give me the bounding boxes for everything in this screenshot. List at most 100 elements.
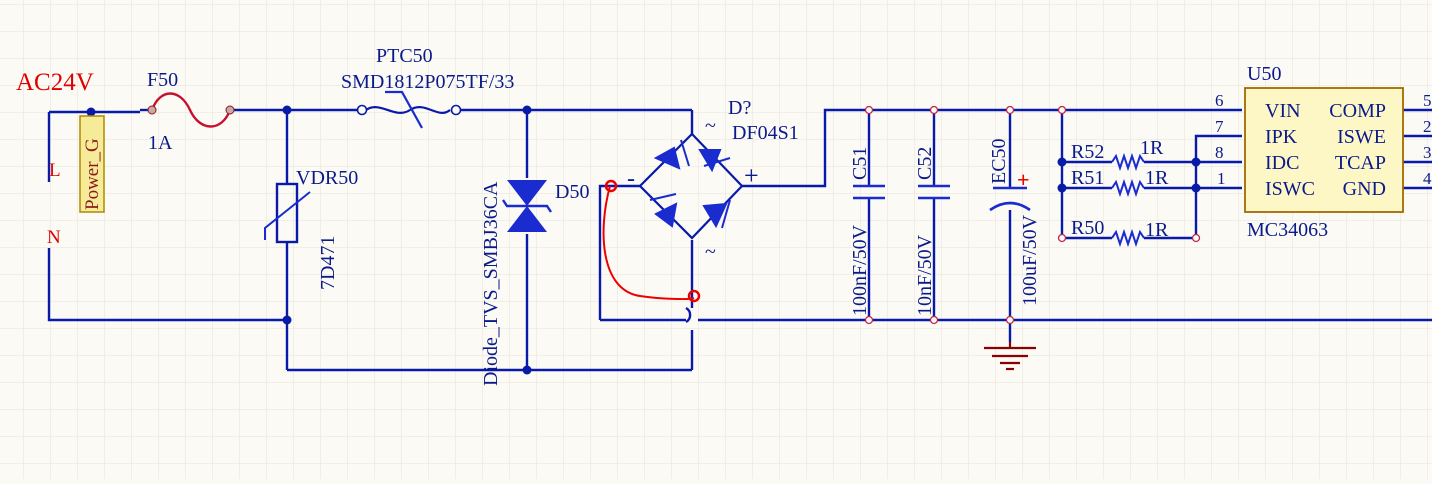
capacitor-plates (918, 184, 950, 200)
ic-pin-name: IPK (1265, 126, 1298, 148)
bridge-diodes (649, 139, 731, 229)
pin-label-n: N (47, 227, 61, 248)
bridge-diode (702, 202, 728, 229)
wire-bridge-plus[interactable] (742, 108, 1242, 188)
fuse-designator: F50 (147, 69, 178, 91)
tvs-d50[interactable]: D50 Diode_TVS_SMBJ36CA (480, 180, 589, 386)
r51-value: 1R (1145, 167, 1169, 189)
ic-pin-num: 5 (1423, 91, 1432, 110)
ic-pin-num: 7 (1215, 117, 1224, 136)
resistor-r51[interactable]: R51 1R (1071, 167, 1169, 189)
capacitor-c52[interactable]: C52 10nF/50V (914, 147, 950, 316)
resistor-r50[interactable]: R50 1R (1071, 217, 1169, 241)
capacitor-ec50[interactable]: + EC50 100uF/50V (988, 138, 1041, 306)
bridge-diode-bar (649, 193, 677, 201)
junction (282, 105, 292, 115)
bridge-diode (654, 202, 678, 228)
fuse-value: 1A (148, 132, 173, 154)
ptc-body (409, 106, 451, 114)
junction (282, 315, 292, 325)
wire-n[interactable] (47, 248, 287, 322)
fuse-element (150, 92, 232, 128)
ec50-designator: EC50 (988, 138, 1010, 184)
power-port[interactable]: Power_G (79, 115, 105, 213)
ic-part-number: MC34063 (1247, 219, 1328, 241)
ic-pin-num: 2 (1423, 117, 1432, 136)
bridge-plus-label: + (744, 161, 759, 190)
c51-designator: C51 (849, 147, 871, 180)
annotation-mark (604, 179, 618, 193)
r52-value: 1R (1140, 137, 1164, 159)
junction (1057, 157, 1067, 167)
junction (522, 105, 532, 115)
ic-pin-name: TCAP (1335, 152, 1386, 174)
varistor-vdr50[interactable]: VDR50 7D471 (264, 167, 358, 290)
fuse-terminal (147, 105, 157, 115)
net-label-ac24v: AC24V (16, 69, 94, 96)
junction (1191, 183, 1201, 193)
junction (1057, 183, 1067, 193)
bridge-diode (698, 149, 722, 173)
pin-marker (1057, 105, 1067, 115)
ptc-ptc50[interactable]: PTC50 SMD1812P075TF/33 (341, 45, 514, 129)
tvs-bar (502, 199, 552, 213)
ptc-part-number: SMD1812P075TF/33 (341, 71, 514, 93)
wire-bridge-minus[interactable] (598, 184, 640, 320)
tvs-designator: D50 (555, 181, 589, 203)
capacitor-c51[interactable]: C51 100nF/50V (849, 147, 885, 316)
pin-markers (864, 105, 1201, 325)
ec50-polarity: + (1017, 167, 1030, 192)
pin-marker (864, 105, 874, 115)
ground-icon (984, 342, 1036, 371)
tvs-triangle-top (507, 180, 547, 206)
resistor-shapes (1111, 152, 1145, 248)
bridge-diode-bar (703, 157, 731, 167)
ic-pin-num: 1 (1217, 169, 1226, 188)
power-port-box (79, 115, 105, 213)
ic-pin-name: IDC (1265, 152, 1299, 174)
junction (522, 365, 532, 375)
bridge-designator: D? (728, 97, 751, 119)
capacitor-curved-plate (989, 201, 1031, 212)
ic-designator: U50 (1247, 63, 1281, 85)
bridge-part-number: DF04S1 (732, 122, 799, 144)
resistor-zigzag (1111, 178, 1145, 198)
pin-marker (1005, 315, 1015, 325)
wire-crossover (685, 306, 692, 324)
c52-designator: C52 (914, 147, 936, 180)
red-annotation (602, 179, 701, 303)
ic-pin-num: 6 (1215, 91, 1224, 110)
tvs-triangle-bottom (507, 206, 547, 232)
ic-pin-name: VIN (1265, 100, 1301, 122)
junction (86, 107, 96, 117)
resistor-r52[interactable]: R52 1R (1071, 137, 1164, 163)
varistor-value: 7D471 (317, 236, 339, 290)
c51-value: 100nF/50V (849, 224, 871, 316)
r50-designator: R50 (1071, 217, 1104, 239)
bridge-rectifier[interactable]: ~ ~ + - D? DF04S1 (627, 97, 799, 263)
ic-u50[interactable]: U50 MC34063 6 7 8 1 VIN IPK IDC ISWC COM… (1215, 63, 1432, 241)
r52-designator: R52 (1071, 141, 1104, 163)
ptc-terminal (450, 104, 462, 116)
pin-marker (929, 315, 939, 325)
ptc-designator: PTC50 (376, 45, 433, 67)
resistor-zigzag (1111, 152, 1145, 172)
bridge-diode-bar (721, 199, 731, 229)
ptc-slash (385, 90, 423, 129)
fuse-terminal (225, 105, 235, 115)
capacitor-plates (853, 184, 885, 200)
pin-marker (1005, 105, 1015, 115)
c52-value: 10nF/50V (914, 234, 936, 316)
ptc-body (365, 106, 411, 114)
varistor-designator: VDR50 (296, 167, 358, 189)
ic-pin-name: COMP (1329, 100, 1386, 122)
pin-marker (864, 315, 874, 325)
tvs-part-number: Diode_TVS_SMBJ36CA (480, 181, 502, 386)
junction (1191, 157, 1201, 167)
ic-pin-num: 4 (1423, 169, 1432, 188)
fuse-f50[interactable]: F50 1A (140, 69, 235, 154)
power-port-label: Power_G (82, 138, 103, 210)
ic-pin-num: 3 (1423, 143, 1432, 162)
